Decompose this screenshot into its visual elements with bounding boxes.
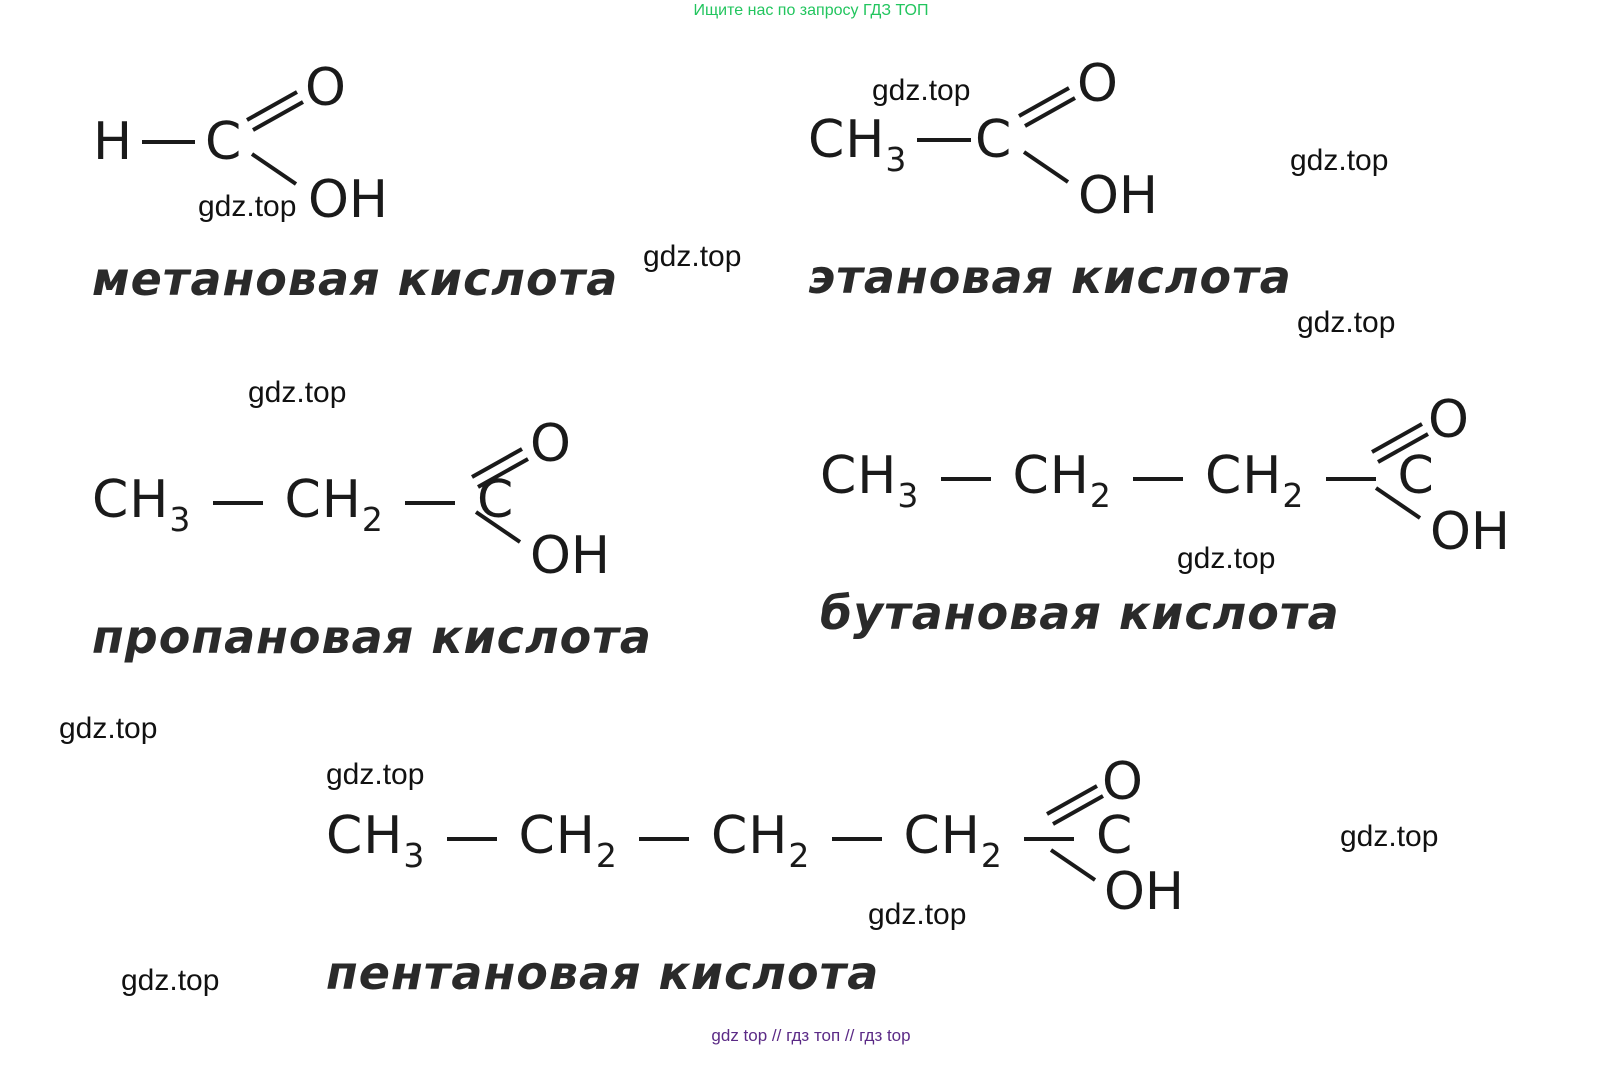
acid-name: бутановая кислота — [820, 586, 1340, 640]
formula-group: CH — [92, 470, 170, 530]
formula-group: CH — [326, 806, 404, 866]
formula-group: CH — [1012, 446, 1090, 506]
formula-subscript: 3 — [169, 500, 192, 539]
acid-name: пропановая кислота — [92, 610, 652, 664]
watermark: gdz.top — [872, 74, 971, 107]
formula-subscript: 2 — [788, 836, 811, 875]
formula-group: CH — [710, 806, 789, 866]
bond-double-oxygen — [1046, 784, 1104, 826]
watermark: gdz.top — [1340, 820, 1439, 853]
bond-single-hydroxyl — [1022, 150, 1070, 184]
formula-group: CH — [518, 806, 596, 866]
carbon-atom: C — [1397, 446, 1435, 506]
bond-single — [212, 501, 263, 505]
carbon-atom: C — [205, 112, 242, 172]
bond-single-hydroxyl — [250, 152, 298, 186]
carbon-atom: C — [476, 470, 515, 530]
hydroxyl-group: OH — [308, 170, 389, 230]
hydroxyl-group: OH — [1078, 166, 1159, 226]
bond-single — [1325, 477, 1376, 481]
hydroxyl-group: OH — [1104, 862, 1185, 922]
oxygen-atom: O — [1102, 752, 1143, 812]
acid-name: пентановая кислота — [326, 946, 880, 1000]
bond-double-oxygen — [1371, 422, 1429, 464]
watermark: gdz.top — [121, 964, 220, 997]
watermark: gdz.top — [248, 376, 347, 409]
acid-name: метановая кислота — [92, 252, 619, 306]
formula-ethanoic-acid: CH3 — [808, 110, 907, 179]
formula-group: CH — [284, 470, 362, 530]
bond-single — [831, 837, 882, 841]
bond-single — [1024, 837, 1075, 841]
bond-single — [142, 140, 195, 144]
watermark: gdz.top — [326, 758, 425, 791]
formula-group: CH — [1204, 446, 1283, 506]
watermark: gdz.top — [1177, 542, 1276, 575]
acid-name: этановая кислота — [808, 250, 1292, 304]
bond-single — [446, 837, 497, 841]
formula-subscript: 2 — [361, 500, 384, 539]
formula-subscript: 3 — [897, 476, 920, 515]
formula-subscript: 2 — [980, 836, 1003, 875]
bond-double-oxygen — [246, 90, 304, 132]
formula-group: H — [93, 112, 134, 172]
formula-subscript: 3 — [403, 836, 426, 875]
hydroxyl-group: OH — [530, 526, 611, 586]
bond-single — [917, 138, 971, 142]
formula-pentanoic-acid: CH3 CH2 CH2 CH2 C — [326, 806, 1134, 875]
formula-group: CH — [903, 806, 981, 866]
bond-single — [405, 501, 456, 505]
watermark: gdz.top — [643, 240, 742, 273]
bond-single — [639, 837, 690, 841]
formula-subscript: 3 — [885, 140, 908, 179]
watermark: gdz.top — [1297, 306, 1396, 339]
formula-subscript: 2 — [1282, 476, 1305, 515]
watermark: gdz.top — [1290, 144, 1389, 177]
header-banner: Ищите нас по запросу ГДЗ ТОП — [693, 2, 929, 19]
bond-single-hydroxyl — [474, 510, 522, 544]
formula-subscript: 2 — [595, 836, 618, 875]
formula-butanoic-acid: CH3 CH2 CH2 C — [820, 446, 1435, 515]
oxygen-atom: O — [530, 414, 571, 474]
formula-group: CH — [820, 446, 898, 506]
formula-subscript: 2 — [1089, 476, 1112, 515]
bond-single-hydroxyl — [1049, 848, 1097, 882]
oxygen-atom: O — [305, 58, 346, 118]
watermark: gdz.top — [59, 712, 158, 745]
carbon-atom: C — [1095, 806, 1134, 866]
hydroxyl-group: OH — [1430, 502, 1511, 562]
watermark: gdz.top — [868, 898, 967, 931]
watermark: gdz.top — [198, 190, 297, 223]
bond-single-hydroxyl — [1374, 486, 1422, 520]
formula-propanoic-acid: CH3 CH2 C — [92, 470, 515, 539]
carbon-atom: C — [975, 110, 1012, 170]
bond-single — [940, 477, 991, 481]
bond-single — [1133, 477, 1184, 481]
oxygen-atom: O — [1428, 390, 1469, 450]
bond-double-oxygen — [1018, 86, 1076, 128]
formula-methanoic-acid: H — [93, 112, 133, 172]
bond-double-oxygen — [471, 447, 529, 489]
formula-group: CH — [808, 110, 886, 170]
footer-banner: gdz top // гдз топ // гдз top — [711, 1026, 911, 1045]
oxygen-atom: O — [1077, 54, 1118, 114]
